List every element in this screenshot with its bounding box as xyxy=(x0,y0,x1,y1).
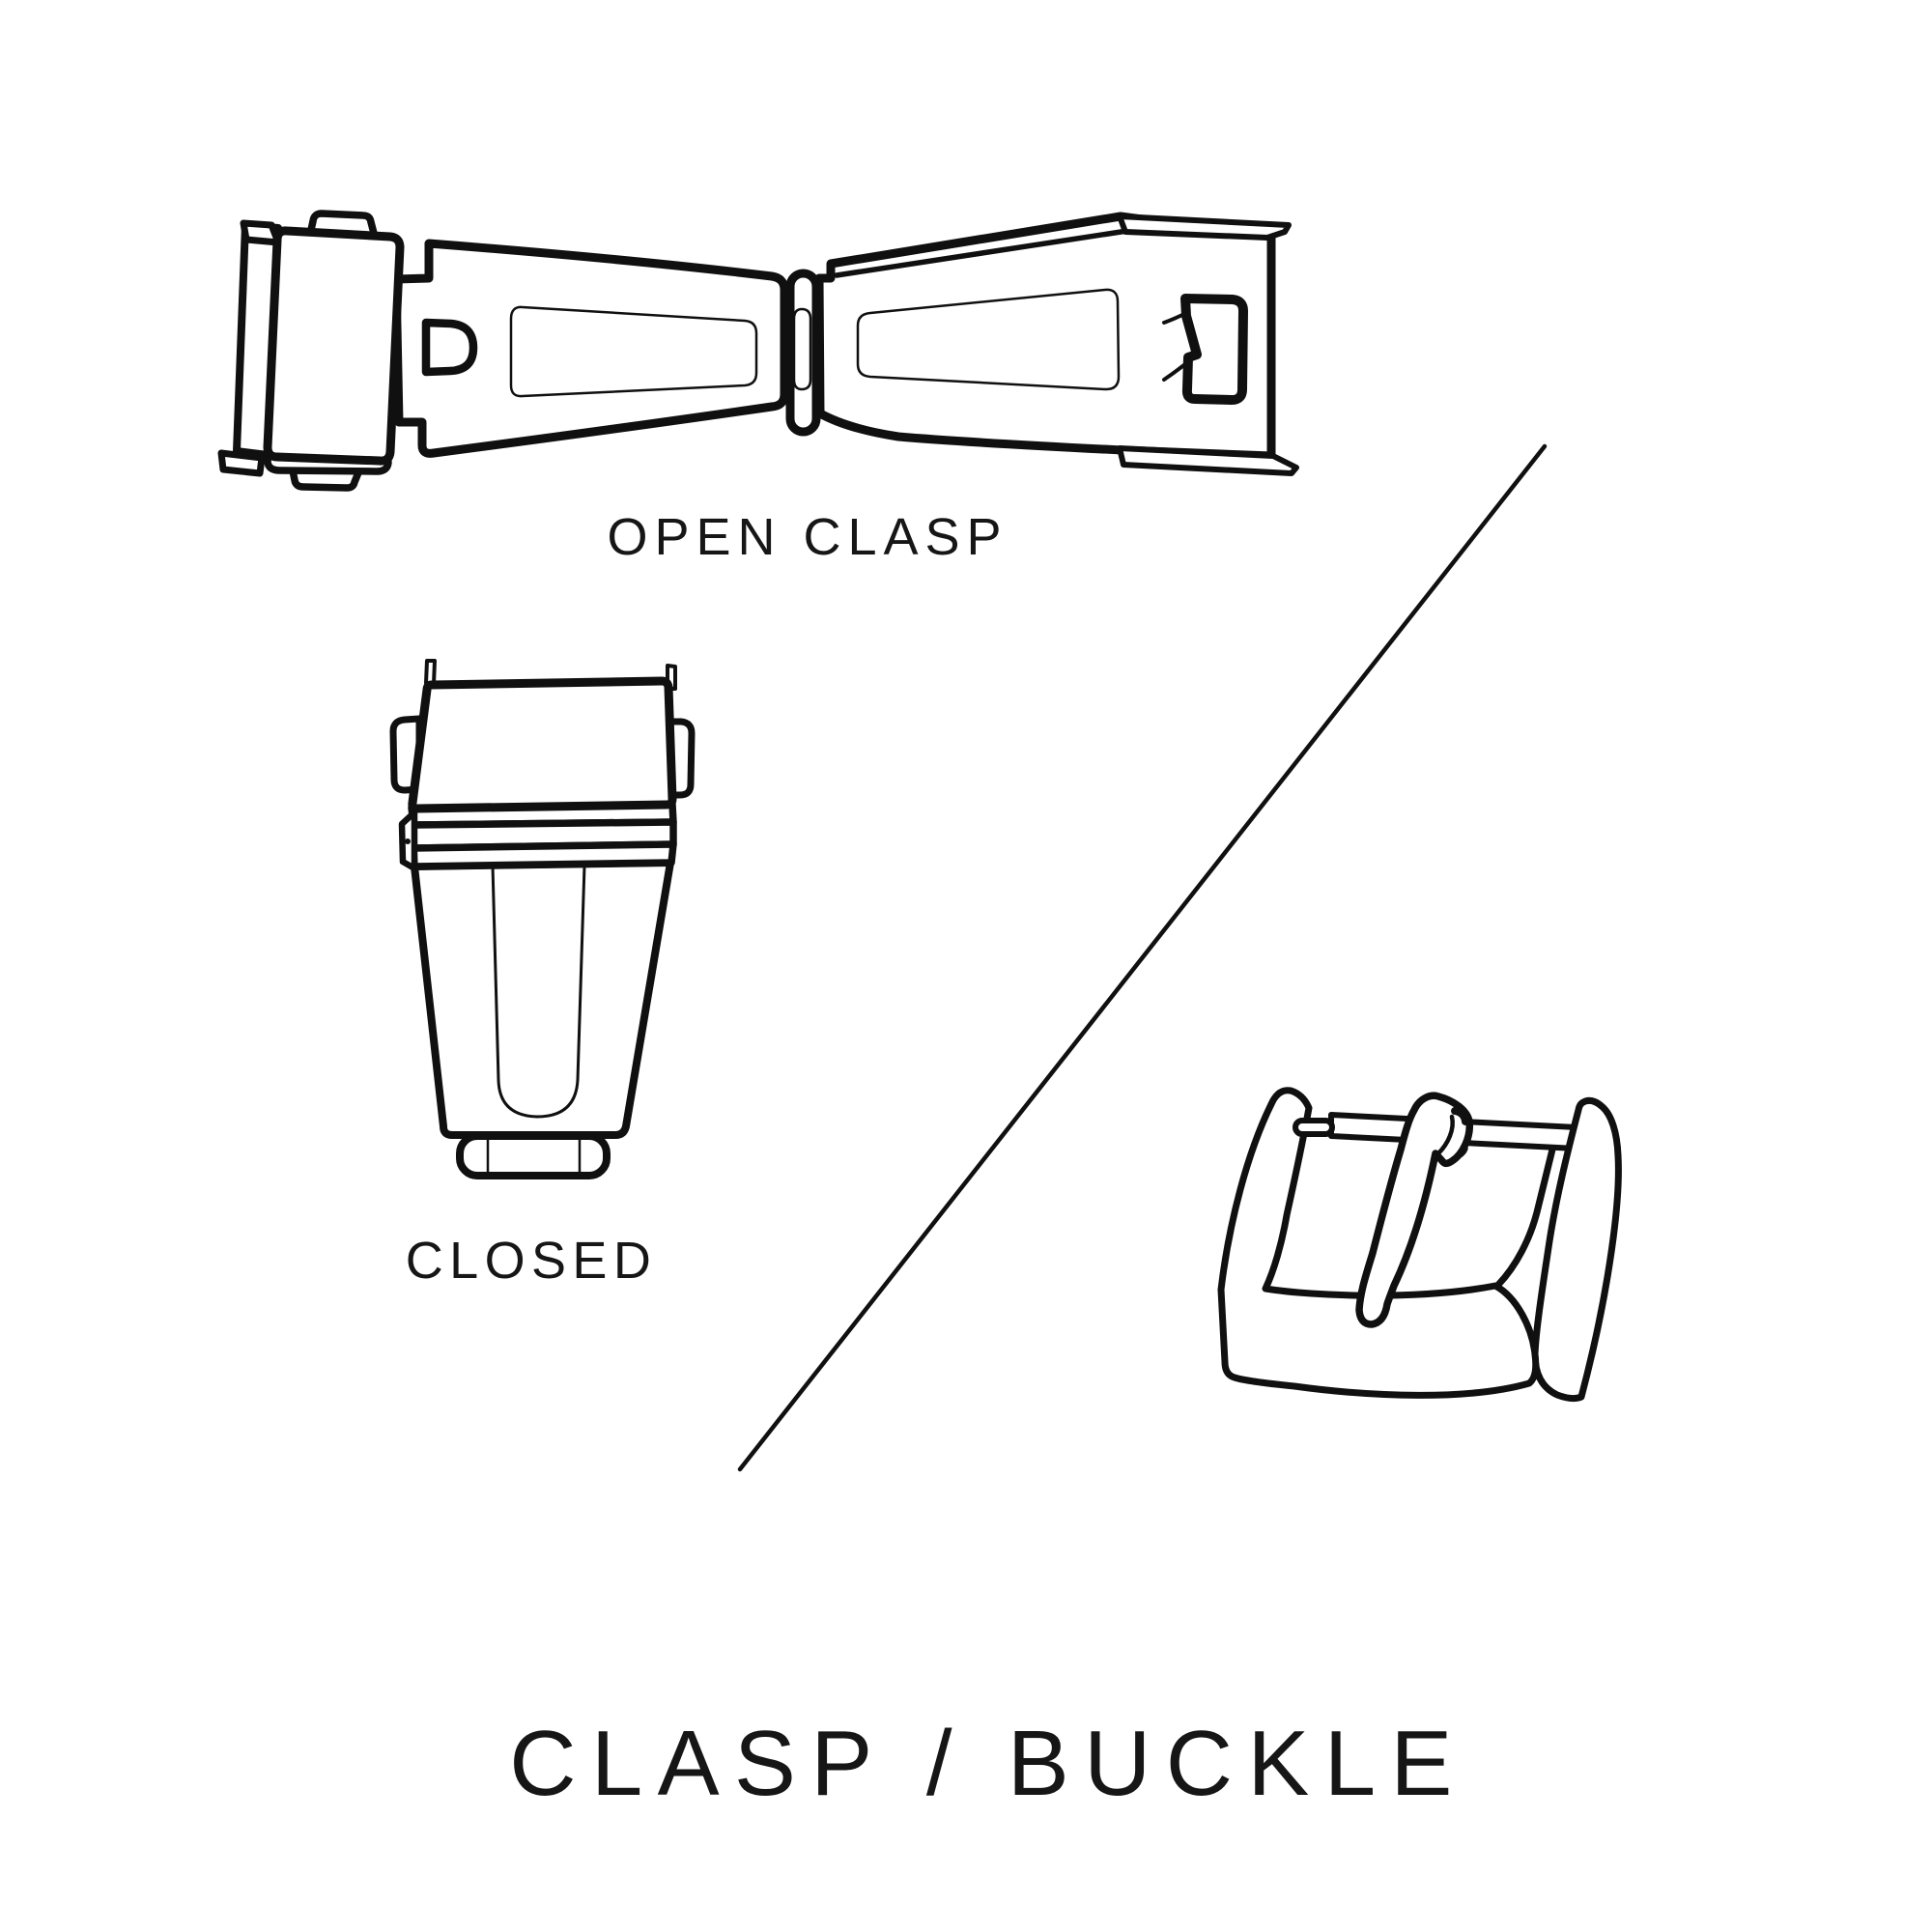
svg-text:OPEN CLASP: OPEN CLASP xyxy=(607,508,1008,566)
svg-text:CLOSED: CLOSED xyxy=(406,1232,657,1290)
svg-text:CLASP / BUCKLE: CLASP / BUCKLE xyxy=(509,1712,1466,1815)
